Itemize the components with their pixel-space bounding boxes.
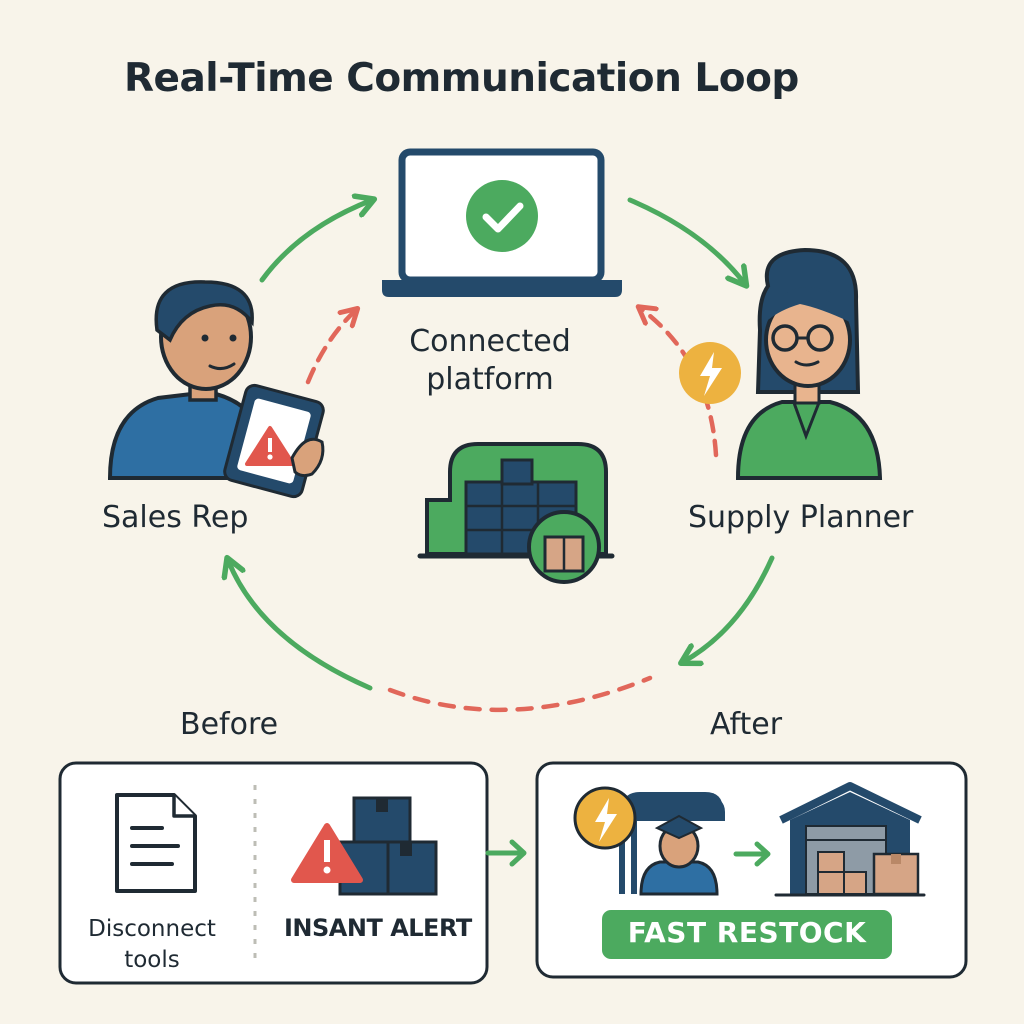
dashed-arrow-rep-to-platform <box>305 310 356 385</box>
warehouse-icon <box>417 442 615 584</box>
boxes-icon <box>338 796 438 896</box>
fast-restock-label: FAST RESTOCK <box>627 916 867 949</box>
disconnect-tools-line2: tools <box>124 947 180 973</box>
supply-planner-label: Supply Planner <box>688 500 914 535</box>
after-warehouse-icon <box>774 782 926 897</box>
disconnect-tools-label: Disconnect tools <box>72 914 232 976</box>
sales-rep-avatar <box>107 280 264 480</box>
after-heading: After <box>710 707 783 742</box>
arrow-bottom-to-rep <box>228 560 373 691</box>
platform-label-line1: Connected <box>409 324 571 359</box>
platform-label: Connected platform <box>390 323 590 399</box>
disconnect-tools-line1: Disconnect <box>88 916 216 942</box>
arrow-right-icon <box>485 839 527 867</box>
page-title: Real-Time Communication Loop <box>124 56 799 101</box>
before-warning-icon <box>291 823 363 883</box>
laptop-check-icon <box>382 148 622 297</box>
arrow-platform-to-planner <box>627 197 745 284</box>
arrow-planner-to-bottom <box>683 555 775 662</box>
hand <box>290 437 325 478</box>
kiosk-operator-icon <box>619 792 725 896</box>
after-lightning-icon <box>573 786 637 850</box>
fast-restock-badge <box>602 910 892 959</box>
supply-planner-avatar <box>735 247 883 480</box>
warning-icon <box>245 426 295 466</box>
document-icon <box>115 793 197 893</box>
sales-rep-label: Sales Rep <box>102 500 249 535</box>
lightning-icon <box>679 342 741 404</box>
after-arrow-icon <box>733 841 771 867</box>
before-heading: Before <box>180 707 279 742</box>
platform-label-line2: platform <box>426 362 554 397</box>
dashed-arc-bottom <box>387 675 653 713</box>
instant-alert-label: INSANT ALERT <box>284 914 472 942</box>
arrow-rep-to-platform <box>259 200 372 283</box>
